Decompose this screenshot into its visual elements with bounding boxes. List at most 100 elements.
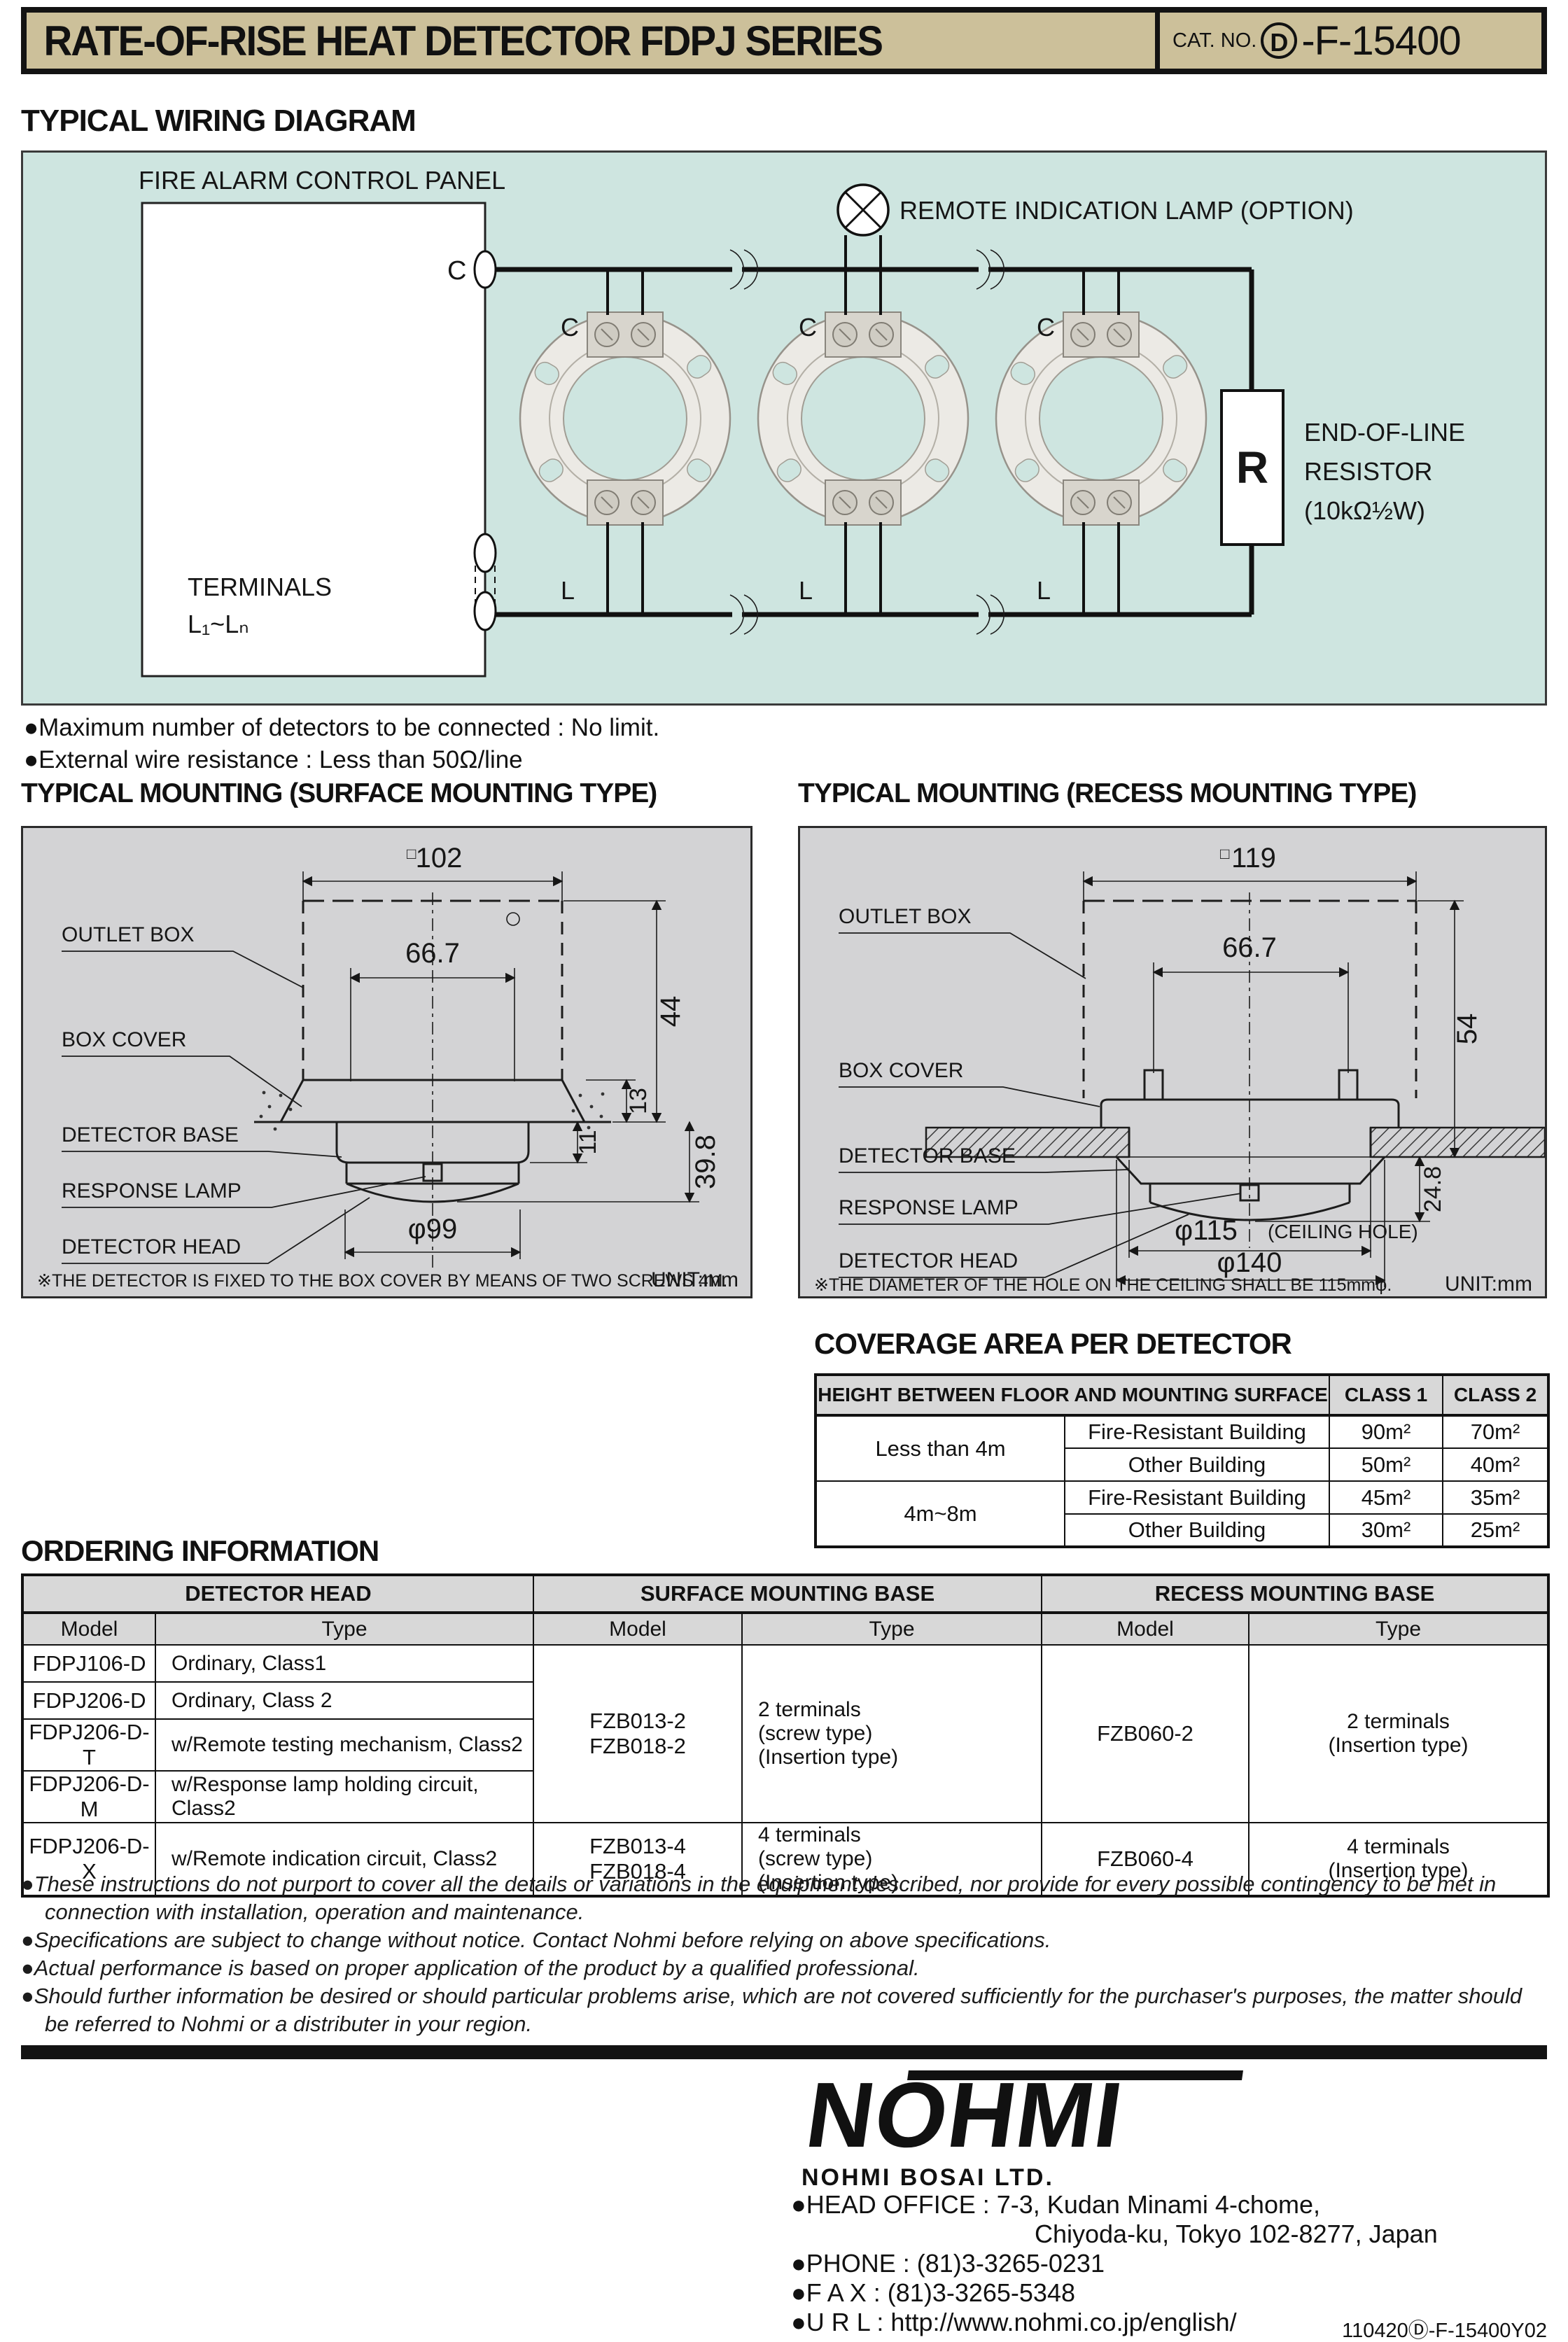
detector-base-photo xyxy=(519,311,732,526)
contact-fax: ●F A X : (81)3-3265-5348 xyxy=(791,2278,1075,2307)
l-label: L xyxy=(1037,576,1051,605)
surface-model-cell: FZB013-4 FZB018-4 xyxy=(533,1822,743,1897)
model-cell: FDPJ206-D-M xyxy=(22,1770,156,1823)
dim-13: 13 xyxy=(625,1088,652,1114)
recess-model-cell: FZB060-2 xyxy=(1041,1644,1250,1823)
wiring-diagram: FIRE ALARM CONTROL PANEL xyxy=(21,150,1547,706)
dim-phi140: φ140 xyxy=(1217,1247,1282,1278)
resistor-box xyxy=(1220,389,1284,546)
label-outlet-box: OUTLET BOX xyxy=(62,923,195,946)
resistor-symbol: R xyxy=(1236,442,1268,493)
dim-54: 54 xyxy=(1452,1014,1483,1045)
coverage-table: HEIGHT BETWEEN FLOOR AND MOUNTING SURFAC… xyxy=(814,1373,1550,1548)
table-row: FDPJ206-D-T w/Remote testing mechanism, … xyxy=(22,1718,1548,1772)
detector-base-photo xyxy=(995,311,1208,526)
surface-type-line: (screw type) xyxy=(758,1722,873,1745)
ordering-col-model: Model xyxy=(533,1612,743,1646)
ordering-group-detector: DETECTOR HEAD xyxy=(22,1574,534,1614)
surface-mounting-svg: □ 102 66.7 xyxy=(37,843,738,1291)
contact-head-office-2: Chiyoda-ku, Tokyo 102-8277, Japan xyxy=(1035,2220,1438,2248)
recess-type-line: 4 terminals xyxy=(1347,1835,1450,1858)
coverage-building-cell: Fire-Resistant Building xyxy=(1063,1415,1331,1449)
surface-model-line: FZB018-2 xyxy=(589,1734,686,1758)
terminals-range: L₁~Lₙ xyxy=(188,610,249,638)
surface-type-line: (Insertion type) xyxy=(758,1871,899,1894)
label-detector-base: DETECTOR BASE xyxy=(839,1144,1016,1168)
dim-66-7: 66.7 xyxy=(405,938,460,969)
lamp-icon-x xyxy=(844,191,882,229)
table-row: FDPJ206-D-M w/Response lamp holding circ… xyxy=(22,1770,1548,1823)
dim-24-8: 24.8 xyxy=(1420,1166,1446,1212)
panel-c-label: C xyxy=(447,256,466,286)
doc-code: 110420Ⓓ-F-15400Y02 xyxy=(1342,2320,1547,2342)
ordering-col-model: Model xyxy=(1041,1612,1250,1646)
table-row: FDPJ106-D Ordinary, Class1 FZB013-2 FZB0… xyxy=(22,1644,1550,1823)
surface-type-line: (screw type) xyxy=(758,1847,873,1870)
model-cell: FDPJ206-D-X xyxy=(22,1822,156,1897)
coverage-building-cell: Other Building xyxy=(1063,1513,1331,1548)
lamp-label: REMOTE INDICATION LAMP (OPTION) xyxy=(899,196,1354,225)
ordering-col-type: Type xyxy=(155,1612,534,1646)
contact-block: ●HEAD OFFICE : 7-3, Kudan Minami 4-chome… xyxy=(791,2190,1547,2337)
surface-type-line: 2 terminals xyxy=(758,1698,861,1721)
stipple-dots xyxy=(259,1091,605,1131)
dim-phi115-note: (CEILING HOLE) xyxy=(1268,1221,1418,1242)
legal-note: ●Should further information be desired o… xyxy=(21,1984,1522,2036)
l-label: L xyxy=(561,576,575,605)
recess-type-cell: 2 terminals (Insertion type) xyxy=(1247,1644,1550,1823)
recess-type-line: (Insertion type) xyxy=(1328,1734,1469,1757)
model-cell: FDPJ106-D xyxy=(22,1644,156,1683)
recess-unit: UNIT:mm xyxy=(1445,1272,1532,1296)
contact-phone: ●PHONE : (81)3-3265-0231 xyxy=(791,2249,1105,2278)
dim-square: □ xyxy=(407,845,416,862)
dim-66-7: 66.7 xyxy=(1222,932,1277,963)
panel-label: FIRE ALARM CONTROL PANEL xyxy=(139,166,505,195)
surface-model-cell: FZB013-2 FZB018-2 xyxy=(533,1644,743,1823)
coverage-building-cell: Fire-Resistant Building xyxy=(1063,1480,1331,1515)
footer-divider xyxy=(21,2045,1547,2059)
ordering-col-model: Model xyxy=(22,1612,156,1646)
legal-note: ●These instructions do not purport to co… xyxy=(21,1872,1497,1924)
c-label: C xyxy=(799,313,817,342)
ordering-heading: ORDERING INFORMATION xyxy=(21,1534,379,1567)
coverage-class2-cell: 25m² xyxy=(1442,1513,1550,1548)
legal-notes: ●These instructions do not purport to co… xyxy=(21,1870,1547,2038)
ordering-group-recess: RECESS MOUNTING BASE xyxy=(1040,1574,1550,1614)
page-title: RATE-OF-RISE HEAT DETECTOR FDPJ SERIES xyxy=(43,17,883,64)
coverage-heading: COVERAGE AREA PER DETECTOR xyxy=(814,1327,1292,1360)
dim-phi115: φ115 xyxy=(1175,1215,1238,1246)
coverage-class1-cell: 90m² xyxy=(1329,1415,1444,1449)
dim-phi99: φ99 xyxy=(408,1214,457,1244)
table-row: Other Building 50m² 40m² xyxy=(816,1447,1550,1482)
coverage-class1-cell: 45m² xyxy=(1329,1480,1444,1515)
label-detector-head: DETECTOR HEAD xyxy=(839,1249,1018,1272)
surface-type-cell: 2 terminals (screw type) (Insertion type… xyxy=(741,1644,1042,1823)
label-detector-base: DETECTOR BASE xyxy=(62,1123,239,1147)
c-label: C xyxy=(1037,313,1055,342)
dim-11: 11 xyxy=(575,1130,601,1154)
coverage-col-height: HEIGHT BETWEEN FLOOR AND MOUNTING SURFAC… xyxy=(814,1374,1331,1417)
resistor-label-1: END-OF-LINE xyxy=(1304,418,1465,447)
panel-c-terminal xyxy=(473,250,497,289)
catalog-number-box: CAT. NO. D -F-15400 xyxy=(1155,13,1541,69)
type-cell: Ordinary, Class 2 xyxy=(155,1681,534,1720)
wiring-note-1: ●Maximum number of detectors to be conne… xyxy=(24,714,660,741)
c-label: C xyxy=(561,313,579,342)
contact-url: ●U R L : http://www.nohmi.co.jp/english/ xyxy=(791,2308,1237,2336)
recess-type-line: (Insertion type) xyxy=(1328,1859,1469,1882)
wiring-diagram-svg: FIRE ALARM CONTROL PANEL xyxy=(139,166,1465,678)
surface-note: ※THE DETECTOR IS FIXED TO THE BOX COVER … xyxy=(37,1271,727,1291)
recess-mounting-heading: TYPICAL MOUNTING (RECESS MOUNTING TYPE) xyxy=(798,778,1417,808)
type-cell: Ordinary, Class1 xyxy=(155,1644,534,1683)
recess-note: ※THE DIAMETER OF THE HOLE ON THE CEILING… xyxy=(814,1275,1392,1295)
surface-mounting-heading: TYPICAL MOUNTING (SURFACE MOUNTING TYPE) xyxy=(21,778,657,808)
recess-mounting-drawing: □ 119 66.7 xyxy=(798,826,1547,1298)
legal-note: ●Specifications are subject to change wi… xyxy=(21,1928,1051,1952)
ordering-col-type: Type xyxy=(741,1612,1042,1646)
coverage-class2-cell: 70m² xyxy=(1442,1415,1550,1449)
table-row: 4m~8m Fire-Resistant Building 45m² 35m² xyxy=(815,1480,1550,1548)
type-cell: w/Response lamp holding circuit, Class2 xyxy=(155,1770,534,1823)
terminals-label: TERMINALS xyxy=(188,573,332,601)
l-label: L xyxy=(799,576,813,605)
dim-square: □ xyxy=(1220,845,1229,862)
